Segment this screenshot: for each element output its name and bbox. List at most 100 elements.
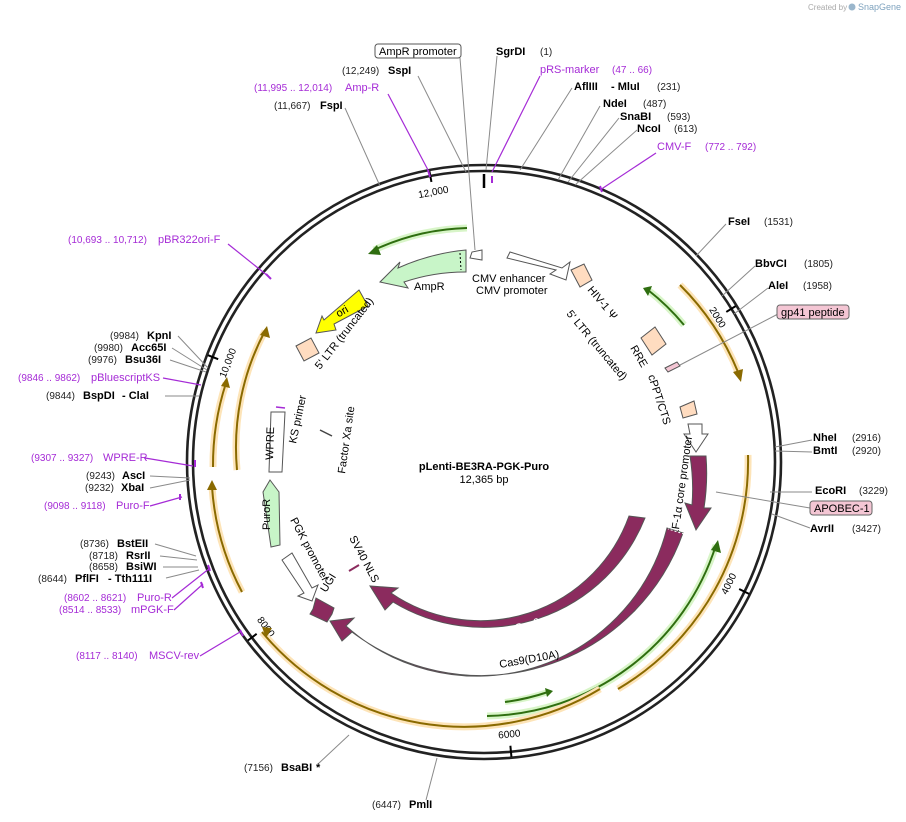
enzyme-xbai-pos: (9232): [85, 483, 114, 494]
primer-tick-mscv: [239, 629, 244, 637]
ampr-promoter-box: [374, 43, 462, 59]
primer-tick-puror: [207, 564, 211, 572]
leader-pbluescriptks: [162, 377, 202, 386]
enzyme-ecori-pos: (3229): [859, 486, 888, 497]
snapgene-logo-icon: [848, 3, 856, 11]
ampr-arrow: [378, 249, 467, 289]
leader-avrii: [771, 513, 811, 529]
enzyme-acc65i: Acc65I: [131, 342, 166, 354]
enzyme-asci: AscI: [122, 470, 145, 482]
hiv-psi-label: HIV-1 Ψ: [585, 284, 620, 322]
leader-nhei: [774, 439, 813, 448]
orf-arc-3: [486, 544, 717, 717]
snapgene-logo: SnapGene: [848, 2, 901, 12]
plasmid-size: 12,365 bp: [460, 474, 509, 486]
enzyme-fspi: FspI: [320, 100, 343, 112]
enzyme-avrii: AvrII: [810, 523, 834, 535]
primer-mpgk-f: mPGK-F: [131, 604, 174, 616]
primer-tick-ampr: [427, 169, 431, 178]
apobec-arrow: [684, 455, 712, 532]
orf-arc-1-glow: [677, 282, 742, 374]
leader-snabi: [567, 117, 620, 183]
ltr-right-label: 5' LTR (truncated): [564, 308, 629, 383]
scale-tick-8000: [247, 633, 258, 642]
primer-cmv-f: CMV-F: [657, 141, 692, 153]
enzyme-bspdi: BspDI: [83, 390, 115, 402]
cas9-arrow: [369, 515, 646, 628]
ampr-label: AmpR: [414, 281, 445, 293]
leader-sspi: [417, 75, 467, 173]
leader-puro-r: [171, 567, 211, 599]
leader-ampr-promoter: [459, 57, 476, 251]
primer-pbluescriptks: pBluescriptKS: [91, 372, 160, 384]
enzyme-ndei: NdeI: [603, 98, 627, 110]
enzyme-kpni-pos: (9984): [110, 331, 139, 342]
enzyme-alei: AleI: [768, 280, 788, 292]
enzyme-ncoi: NcoI: [637, 123, 661, 135]
leader-fsei: [695, 223, 727, 257]
orf-arc-6-head: [207, 480, 217, 490]
enzyme-bsabi: BsaBI: [281, 762, 312, 774]
enzyme-bsabi-pos: (7156): [244, 763, 273, 774]
leader-lines: [144, 55, 813, 801]
primer-ticks: [179, 169, 603, 637]
enzyme-ndei-pos: (487): [643, 99, 666, 110]
primer-puro-r-pos: (8602 .. 8621): [64, 593, 126, 604]
primer-tick-mpgk: [200, 581, 204, 589]
enzyme-alei-pos: (1958): [803, 281, 832, 292]
rre-label: RRE: [627, 344, 649, 370]
enzyme-bsteii: BstEII: [117, 538, 148, 550]
gp41-box: [664, 361, 681, 373]
enzyme-pmli-pos: (6447): [372, 800, 401, 811]
enzyme-ecori: EcoRI: [815, 485, 846, 497]
apobec-label: APOBEC-1: [814, 503, 870, 515]
enzyme-asci-pos: (9243): [86, 471, 115, 482]
puror-label: PuroR: [261, 499, 273, 530]
primer-mscv-rev-pos: (8117 .. 8140): [76, 651, 138, 662]
enzyme-bmti-pos: (2920): [852, 446, 881, 457]
enzyme-bspdi-pos: (9844): [46, 391, 75, 402]
cmv-enhancer-label: CMV enhancer: [472, 273, 546, 285]
leader-kpni: [177, 335, 209, 369]
created-by-text: Created by: [808, 3, 847, 12]
ugi-arrow: [309, 597, 335, 623]
orf-arc-8: [234, 330, 266, 471]
enzyme-sspi: SspI: [388, 65, 411, 77]
leader-xbai: [149, 479, 191, 489]
leader-bsabi: [317, 734, 350, 765]
leader-ncoi: [574, 129, 638, 186]
leader-pmli: [425, 757, 438, 801]
leader-mscv-rev: [199, 631, 241, 657]
leader-gp41: [679, 313, 779, 366]
rre-box: [640, 326, 667, 356]
primer-wpre-r-pos: (9307 .. 9327): [31, 453, 93, 464]
leader-pflfi: [165, 569, 200, 579]
enzyme-snabi-pos: (593): [667, 112, 690, 123]
enzyme-bsu36i-pos: (9976): [88, 355, 117, 366]
primer-amp-r-pos: (11,995 .. 12,014): [254, 83, 332, 94]
apobec-label-box: [809, 500, 873, 516]
enzyme-fspi-pos: (11,667): [274, 101, 311, 112]
enzyme-bbvci: BbvCI: [755, 258, 787, 270]
gp41-label-box: [776, 304, 850, 320]
primer-pbluescriptks-pos: (9846 .. 9862): [18, 373, 80, 384]
enzyme-bsiwi-pos: (8658): [89, 562, 118, 573]
ltr-right-box: [570, 263, 593, 288]
scale-tick-10000: [207, 354, 219, 361]
orf-arc-9-head: [368, 245, 381, 255]
orf-arcs: [207, 224, 752, 731]
leader-fspi: [344, 107, 381, 187]
cas9-d10a-label: Cas9(D10A): [498, 649, 560, 671]
primer-puro-r: Puro-R: [137, 592, 172, 604]
leader-sgrdi: [485, 55, 498, 171]
factor-xa-mark: [319, 429, 333, 437]
orf-arc-5-head: [262, 627, 272, 638]
cmv-promoter-arrow: [506, 251, 571, 281]
enzyme-rsrii: RsrII: [126, 550, 150, 562]
ltr-left-box: [295, 337, 320, 362]
scale-tick-2000: [725, 305, 737, 313]
leader-wpre-r: [144, 457, 194, 467]
cas9-d10a-arrow: [329, 527, 684, 677]
left-labels: (10,693 .. 10,712) pBR322ori-F (9984) Kp…: [18, 234, 221, 662]
enzyme-kpni: KpnI: [147, 330, 171, 342]
